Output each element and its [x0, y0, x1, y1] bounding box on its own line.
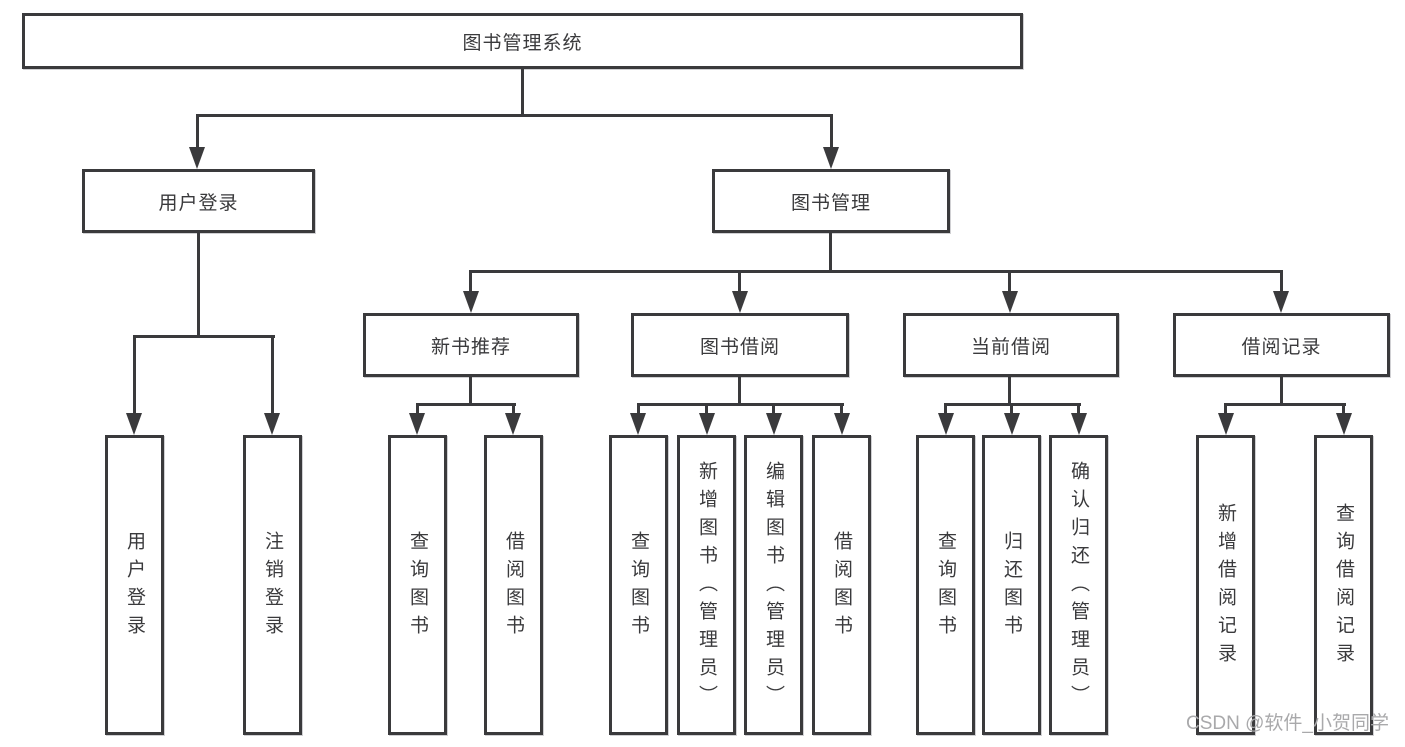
connector-line [1280, 270, 1283, 293]
arrow-down-icon [766, 413, 782, 435]
connector-line [637, 403, 640, 415]
arrow-down-icon [938, 413, 954, 435]
connector-line [1224, 403, 1346, 406]
connector-line [512, 403, 515, 415]
connector-line [416, 403, 419, 415]
arrow-down-icon [505, 413, 521, 435]
node-user-login-module: 用户登录 [82, 169, 315, 233]
connector-line [416, 403, 516, 406]
connector-line [738, 270, 741, 293]
node-book-management-module: 图书管理 [712, 169, 950, 233]
arrow-down-icon [823, 147, 839, 169]
connector-line [1008, 376, 1011, 406]
arrow-down-icon [834, 413, 850, 435]
connector-line [637, 403, 844, 406]
connector-line [738, 376, 741, 406]
arrow-down-icon [1336, 413, 1352, 435]
leaf-query-book-recommend: 查询图书 [388, 435, 447, 735]
connector-line [772, 403, 775, 415]
arrow-down-icon [264, 413, 280, 435]
arrow-down-icon [1071, 413, 1087, 435]
node-current-borrow: 当前借阅 [903, 313, 1119, 377]
connector-line [197, 233, 200, 338]
connector-line [133, 335, 275, 338]
leaf-query-book-current: 查询图书 [916, 435, 975, 735]
connector-line [1077, 403, 1080, 415]
connector-line [1010, 403, 1013, 415]
leaf-query-borrow-record: 查询借阅记录 [1314, 435, 1373, 735]
connector-line [1342, 403, 1345, 415]
leaf-user-login: 用户登录 [105, 435, 164, 735]
leaf-logout: 注销登录 [243, 435, 302, 735]
arrow-down-icon [126, 413, 142, 435]
connector-line [705, 403, 708, 415]
leaf-add-book-admin: 新增图书（管理员） [677, 435, 736, 735]
node-borrow-records: 借阅记录 [1173, 313, 1390, 377]
node-new-book-recommend: 新书推荐 [363, 313, 579, 377]
connector-line [133, 335, 136, 415]
arrow-down-icon [1218, 413, 1234, 435]
csdn-watermark: CSDN @软件_小贺同学 [1186, 713, 1389, 734]
connector-line [469, 270, 472, 293]
leaf-return-book: 归还图书 [982, 435, 1041, 735]
connector-line [840, 403, 843, 415]
leaf-confirm-return-admin: 确认归还（管理员） [1049, 435, 1108, 735]
connector-line [830, 114, 833, 150]
arrow-down-icon [699, 413, 715, 435]
arrow-down-icon [1273, 291, 1289, 313]
leaf-add-borrow-record: 新增借阅记录 [1196, 435, 1255, 735]
connector-line [469, 376, 472, 406]
node-book-borrow: 图书借阅 [631, 313, 849, 377]
leaf-borrow-book: 借阅图书 [812, 435, 871, 735]
connector-line [944, 403, 947, 415]
leaf-borrow-book-recommend: 借阅图书 [484, 435, 543, 735]
connector-line [1008, 270, 1011, 293]
connector-line [1280, 376, 1283, 406]
leaf-edit-book-admin: 编辑图书（管理员） [744, 435, 803, 735]
connector-line [196, 114, 199, 150]
node-root-system: 图书管理系统 [22, 13, 1023, 69]
arrow-down-icon [409, 413, 425, 435]
arrow-down-icon [1002, 291, 1018, 313]
connector-line [271, 335, 274, 415]
arrow-down-icon [1004, 413, 1020, 435]
arrow-down-icon [189, 147, 205, 169]
connector-line [1224, 403, 1227, 415]
connector-line [469, 270, 1283, 273]
connector-line [196, 114, 833, 117]
leaf-query-book-borrow: 查询图书 [609, 435, 668, 735]
arrow-down-icon [732, 291, 748, 313]
connector-line [521, 69, 524, 117]
arrow-down-icon [463, 291, 479, 313]
connector-line [829, 233, 832, 273]
arrow-down-icon [630, 413, 646, 435]
